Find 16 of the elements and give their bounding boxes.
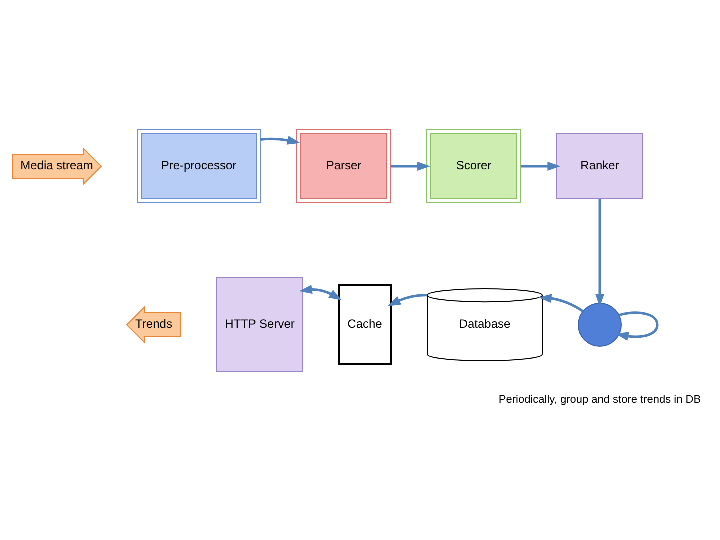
node-box: Parser (296, 130, 392, 204)
arrow (521, 162, 561, 172)
node-circle (578, 303, 622, 347)
node-box: Scorer (426, 130, 522, 204)
arrow (388, 294, 428, 306)
arrow (595, 199, 605, 308)
arrow (391, 162, 431, 172)
arrow (538, 294, 584, 312)
arrow (616, 312, 659, 342)
node-box: Pre-processor (137, 130, 261, 204)
label: Periodically, group and store trends in DB (498, 394, 702, 406)
node-box: Cache (338, 284, 392, 366)
node-box: HTTP Server (216, 278, 304, 372)
arrow (299, 285, 342, 301)
arrow (260, 136, 301, 145)
node-box: Ranker (556, 134, 644, 200)
